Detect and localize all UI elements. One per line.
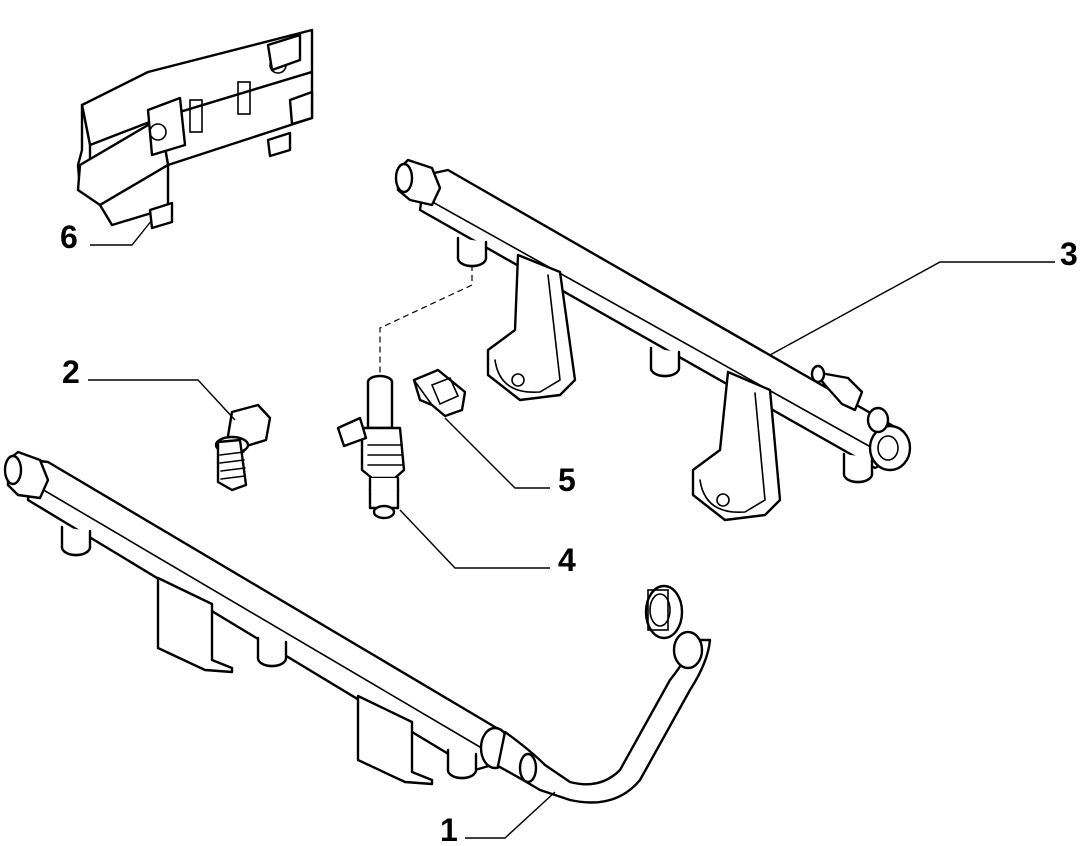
callout-4: 4 (558, 542, 576, 578)
leader-lines (88, 219, 1055, 839)
fuel-rail-upper-part-3[interactable] (394, 158, 912, 522)
clip-part-5[interactable] (412, 368, 467, 418)
fuel-rail-lower-part-1[interactable] (3, 450, 712, 804)
callout-5: 5 (558, 462, 576, 498)
connector-block-part-6[interactable] (76, 28, 314, 230)
bolt-part-2[interactable] (214, 403, 272, 492)
callout-2: 2 (62, 354, 80, 390)
callout-3: 3 (1060, 236, 1078, 272)
assembly-dashed-line (379, 265, 473, 375)
callout-6: 6 (60, 219, 78, 255)
callout-1: 1 (440, 812, 458, 846)
injector-part-4[interactable] (336, 374, 406, 520)
